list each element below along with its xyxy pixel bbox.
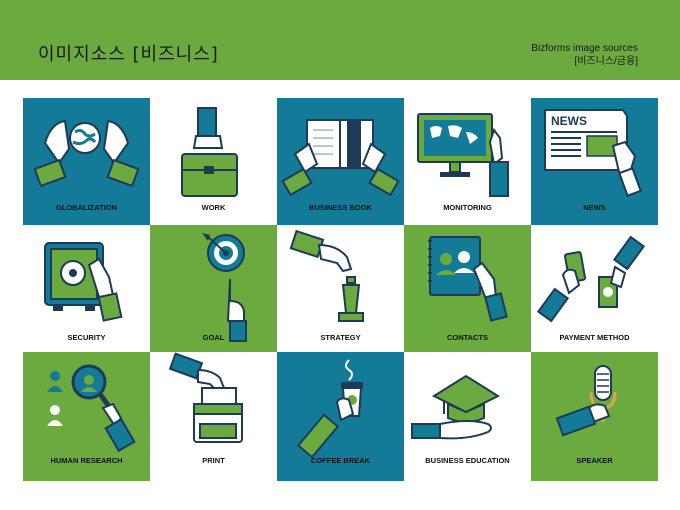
tile-payment-method[interactable]: PAYMENT METHOD: [531, 225, 658, 352]
tile-label: HUMAN RESEARCH: [50, 456, 123, 465]
source-line-1: Bizforms image sources: [531, 43, 638, 54]
tile-label: CONTACTS: [446, 333, 489, 342]
page-title: 이미지소스 [비즈니스]: [38, 44, 219, 65]
printer-icon: [168, 352, 243, 443]
tile-news[interactable]: NEWS NEWS: [531, 98, 658, 225]
chess-piece-icon: [289, 229, 364, 322]
tile-label: PAYMENT METHOD: [559, 333, 630, 342]
news-headline: NEWS: [551, 114, 587, 128]
tile-label: MONITORING: [443, 203, 492, 212]
tile-work[interactable]: WORK: [150, 98, 277, 225]
tile-coffee-break[interactable]: COFFEE BREAK: [277, 352, 404, 481]
contacts-book-icon: [428, 236, 508, 322]
tile-label: GLOBALIZATION: [55, 203, 118, 212]
tile-strategy[interactable]: STRATEGY: [277, 225, 404, 352]
tile-globalization[interactable]: GLOBALIZATION: [23, 98, 150, 225]
newspaper-icon: NEWS: [544, 109, 642, 197]
globe-hands-icon: [33, 119, 140, 188]
header-banner: 이미지소스 [비즈니스] Bizforms image sources [비즈니…: [0, 0, 680, 80]
tile-label: STRATEGY: [320, 333, 361, 342]
tile-goal[interactable]: GOAL: [150, 225, 277, 352]
tile-label: SPEAKER: [576, 456, 613, 465]
coffee-cup-icon: [296, 359, 363, 459]
tile-speaker[interactable]: SPEAKER: [531, 352, 658, 481]
source-line-2: [비즈니스/금융]: [574, 56, 638, 67]
tile-label: PRINT: [202, 456, 225, 465]
tile-label: BUSINESS EDUCATION: [425, 456, 510, 465]
tile-label: NEWS: [583, 203, 606, 212]
tile-contacts[interactable]: CONTACTS: [404, 225, 531, 352]
tile-label: SECURITY: [67, 333, 106, 342]
tile-label: WORK: [201, 203, 226, 212]
target-icon: [202, 233, 247, 342]
tile-label: COFFEE BREAK: [310, 456, 371, 465]
card-cash-icon: [536, 235, 646, 323]
tile-human-research[interactable]: HUMAN RESEARCH: [23, 352, 150, 481]
safe-icon: [44, 242, 123, 322]
tile-label: BUSINESS BOOK: [309, 203, 372, 212]
tile-monitoring[interactable]: MONITORING: [404, 98, 531, 225]
graduation-cap-icon: [411, 374, 501, 440]
tile-label: GOAL: [202, 333, 225, 342]
open-book-icon: [281, 119, 400, 197]
source-caption: Bizforms image sources [비즈니스/금융]: [531, 42, 638, 68]
magnifier-people-icon: [47, 364, 136, 453]
tile-print[interactable]: PRINT: [150, 352, 277, 481]
tile-business-education[interactable]: BUSINESS EDUCATION: [404, 352, 531, 481]
icon-grid: GLOBALIZATION WORK BUSINESS BOOK: [23, 98, 658, 481]
tile-security[interactable]: SECURITY: [23, 225, 150, 352]
microphone-icon: [555, 365, 617, 437]
briefcase-icon: [181, 107, 238, 197]
tile-business-book[interactable]: BUSINESS BOOK: [277, 98, 404, 225]
monitor-map-icon: [417, 113, 509, 197]
